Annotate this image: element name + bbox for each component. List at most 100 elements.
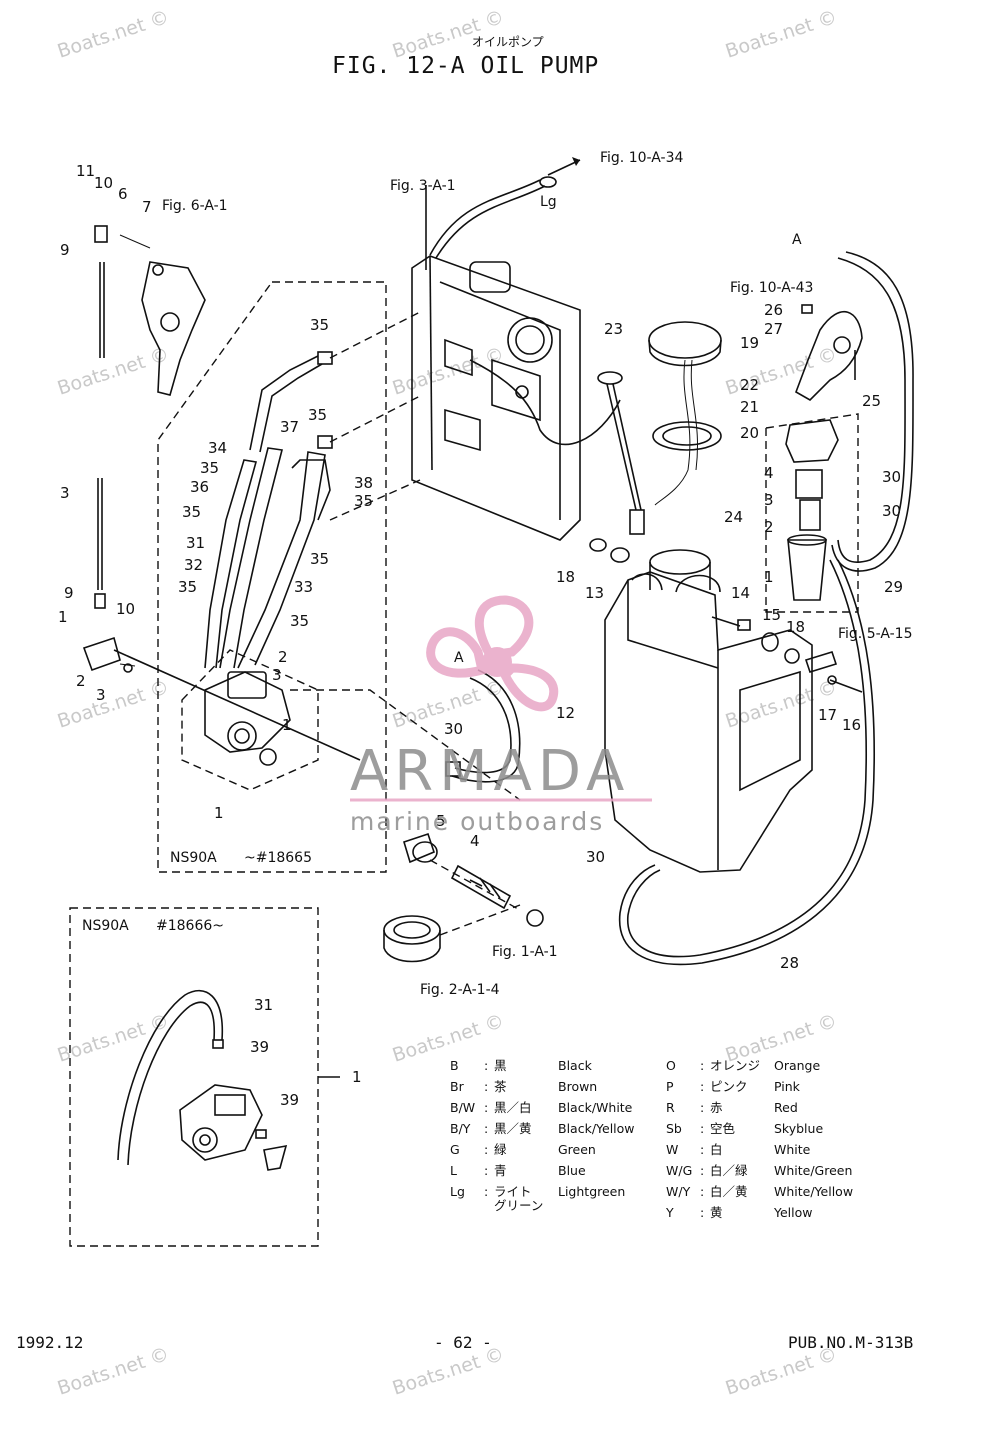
callout-35: 35 xyxy=(308,406,327,424)
callout-26: 26 xyxy=(764,301,783,319)
legend-jp: 赤 xyxy=(710,1100,723,1115)
legend-jp: 白／黄 xyxy=(710,1184,748,1199)
callout-33: 33 xyxy=(294,578,313,596)
callout-35: 35 xyxy=(310,316,329,334)
ref-fig-2-a-1-4: Fig. 2-A-1-4 xyxy=(420,982,500,998)
ref-fig-3-a-1: Fig. 3-A-1 xyxy=(390,178,456,194)
legend-code: Lg xyxy=(450,1184,465,1199)
legend-code: Y xyxy=(665,1205,674,1220)
svg-text::: : xyxy=(484,1058,488,1073)
callout-31: 31 xyxy=(254,996,273,1014)
footer-date: 1992.12 xyxy=(16,1333,83,1352)
legend-code: Sb xyxy=(666,1121,682,1136)
legend-en: Black/Yellow xyxy=(558,1121,635,1136)
legend-jp: ピンク xyxy=(710,1079,748,1094)
callout-30: 30 xyxy=(444,720,463,738)
legend-jp: 空色 xyxy=(710,1121,736,1136)
callout-3: 3 xyxy=(764,491,774,509)
legend-en: Orange xyxy=(774,1058,820,1073)
legend-code: O xyxy=(666,1058,676,1073)
ref-fig-1-a-1: Fig. 1-A-1 xyxy=(492,944,558,960)
callout-2: 2 xyxy=(764,518,774,536)
svg-text::: : xyxy=(700,1142,704,1157)
publication-number: PUB.NO.M-313B xyxy=(788,1333,913,1352)
legend-code: R xyxy=(666,1100,675,1115)
legend-jp: ライト xyxy=(494,1184,532,1199)
callout-6: 6 xyxy=(118,185,128,203)
ref-fig-5-a-15: Fig. 5-A-15 xyxy=(838,626,913,642)
legend-jp: 白／緑 xyxy=(710,1163,748,1178)
callout-2: 2 xyxy=(278,648,288,666)
watermark: Boats.net © xyxy=(723,6,840,63)
callout-labels: 11 10 6 7 9 3 9 1 10 2 3 35 35 37 34 35 … xyxy=(58,162,903,1109)
svg-text::: : xyxy=(484,1163,488,1178)
callout-18: 18 xyxy=(556,568,575,586)
legend-jp: 黒 xyxy=(494,1058,507,1073)
legend-en: Blue xyxy=(558,1163,586,1178)
svg-text::: : xyxy=(484,1100,488,1115)
callout-24: 24 xyxy=(724,508,743,526)
callout-3: 3 xyxy=(96,686,106,704)
early-model-label: NS90A xyxy=(170,850,217,866)
callout-21: 21 xyxy=(740,398,759,416)
late-serial-label: #18666~ xyxy=(156,918,224,934)
legend-code: W xyxy=(666,1142,678,1157)
drive-assembly xyxy=(383,669,544,963)
legend-en: Black xyxy=(558,1058,593,1073)
svg-text::: : xyxy=(700,1205,704,1220)
legend-code: W/Y xyxy=(666,1184,691,1199)
callout-1: 1 xyxy=(214,804,224,822)
late-model-label: NS90A xyxy=(82,918,129,934)
legend-en: Yellow xyxy=(773,1205,812,1220)
svg-text::: : xyxy=(484,1184,488,1199)
throttle-linkage xyxy=(82,225,361,761)
legend-code: P xyxy=(666,1079,674,1094)
callout-30: 30 xyxy=(882,468,901,486)
propeller-icon xyxy=(426,595,559,712)
page-number: - 62 - xyxy=(434,1333,492,1352)
legend-en: Skyblue xyxy=(774,1121,823,1136)
legend-code: G xyxy=(450,1142,460,1157)
callout-31: 31 xyxy=(186,534,205,552)
legend-jp: 黄 xyxy=(710,1205,723,1220)
callout-38: 38 xyxy=(354,474,373,492)
callout-15: 15 xyxy=(762,606,781,624)
callout-36: 36 xyxy=(190,478,209,496)
callout-30: 30 xyxy=(882,502,901,520)
callout-4: 4 xyxy=(764,464,774,482)
callout-19: 19 xyxy=(740,334,759,352)
oil-tank-assembly xyxy=(589,321,863,873)
legend-jp: 茶 xyxy=(494,1079,507,1094)
watermark: Boats.net © xyxy=(55,343,172,400)
callout-39: 39 xyxy=(250,1038,269,1056)
title-japanese: オイルポンプ xyxy=(472,35,544,49)
filter-assembly xyxy=(618,251,914,966)
svg-text::: : xyxy=(484,1142,488,1157)
callout-4: 4 xyxy=(470,832,480,850)
callout-16: 16 xyxy=(842,716,861,734)
watermark: Boats.net © xyxy=(390,1010,507,1067)
legend-code: B/Y xyxy=(450,1121,471,1136)
ref-fig-10-a-43: Fig. 10-A-43 xyxy=(730,280,813,296)
legend-code: Br xyxy=(450,1079,465,1094)
callout-28: 28 xyxy=(780,954,799,972)
callout-11: 11 xyxy=(76,162,95,180)
color-legend: B : 黒 Black Br : 茶 Brown B/W : 黒／白 Black… xyxy=(450,1058,853,1220)
callout-29: 29 xyxy=(884,578,903,596)
callout-35: 35 xyxy=(354,492,373,510)
legend-en: Black/White xyxy=(558,1100,633,1115)
watermark: Boats.net © xyxy=(55,676,172,733)
callout-3: 3 xyxy=(60,484,70,502)
callout-1: 1 xyxy=(58,608,68,626)
callout-9: 9 xyxy=(64,584,74,602)
legend-jp: 青 xyxy=(494,1163,507,1178)
logo-wordmark: ARMADA xyxy=(350,739,630,804)
callout-35: 35 xyxy=(182,503,201,521)
legend-code: L xyxy=(450,1163,457,1178)
legend-code: W/G xyxy=(666,1163,692,1178)
callout-13: 13 xyxy=(585,584,604,602)
callout-35: 35 xyxy=(178,578,197,596)
legend-en: White/Green xyxy=(774,1163,852,1178)
legend-code: B/W xyxy=(450,1100,475,1115)
svg-text::: : xyxy=(700,1058,704,1073)
